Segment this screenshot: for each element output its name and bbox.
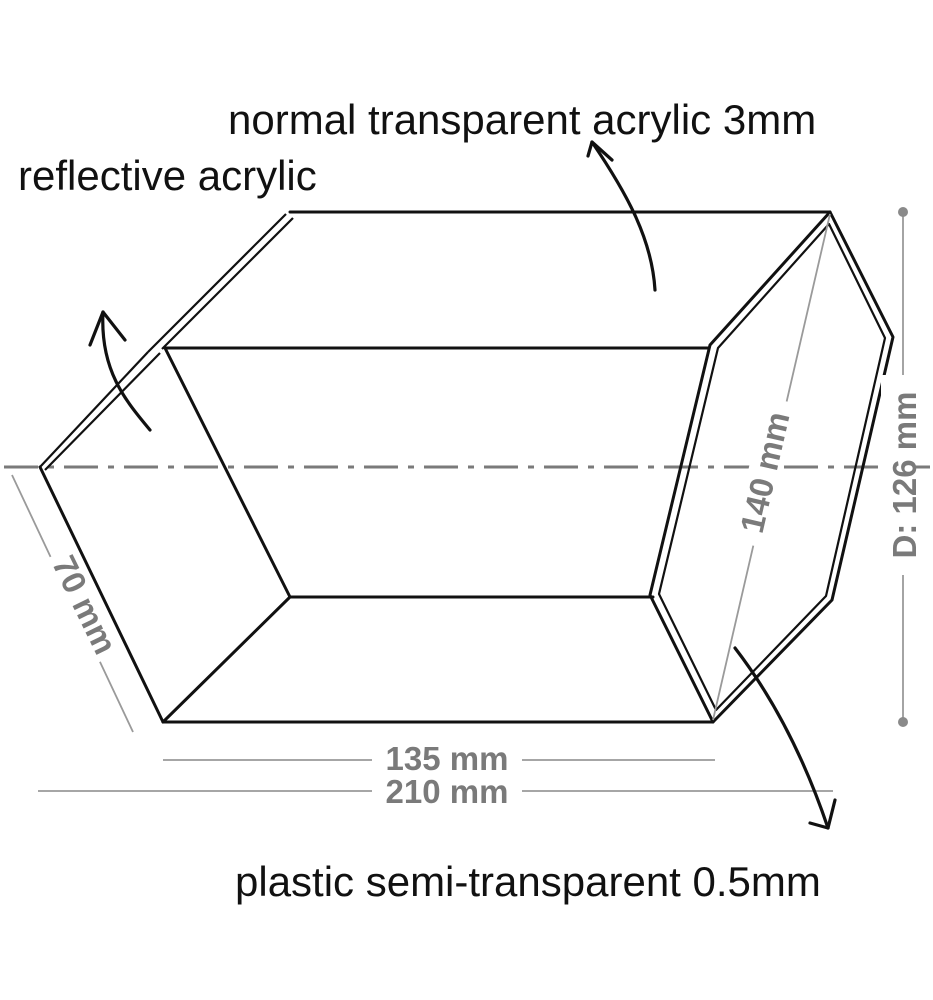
total-length-label-background	[372, 775, 522, 807]
inner-length-label-background	[372, 742, 522, 774]
reflective-acrylic-label: reflective acrylic	[18, 152, 317, 199]
hexagon-inner-outline	[657, 222, 887, 712]
inner-back-face	[163, 346, 655, 599]
diagonal-label: 140 mm	[733, 408, 797, 536]
reflective-left-upper-edge	[39, 351, 161, 471]
diagonal-label-group: 140 mm	[731, 396, 797, 548]
normal-acrylic-leader-line	[590, 140, 657, 292]
diameter-dimension-bottom-dot	[898, 717, 908, 727]
plastic-leader-line	[733, 646, 830, 830]
depth-label-group: 70 mm	[45, 545, 125, 664]
depth-label: 70 mm	[45, 550, 124, 660]
depth-label-background	[45, 545, 125, 664]
diagonal-label-background	[731, 396, 797, 548]
normal-acrylic-arrow-head	[586, 140, 614, 162]
diameter-label: D: 126 mm	[886, 392, 923, 559]
diameter-label-group: D: 126 mm	[881, 375, 923, 575]
total-length-label: 210 mm	[386, 773, 509, 810]
diameter-label-background	[881, 375, 913, 575]
plastic-arrow-head	[808, 798, 837, 830]
top-left-slanted-edge	[147, 213, 294, 353]
reflective-left-lower-edge	[38, 465, 165, 724]
inner-floor-left-edge	[161, 595, 292, 724]
plastic-label: plastic semi-transparent 0.5mm	[235, 858, 821, 905]
inner-length-label: 135 mm	[386, 740, 509, 777]
normal-acrylic-label: normal transparent acrylic 3mm	[228, 96, 816, 143]
reflective-acrylic-leader-line	[101, 310, 152, 432]
hexagon-outer-outline	[648, 210, 895, 724]
reflective-acrylic-arrow-head	[88, 310, 127, 347]
diameter-dimension-top-dot	[898, 207, 908, 217]
